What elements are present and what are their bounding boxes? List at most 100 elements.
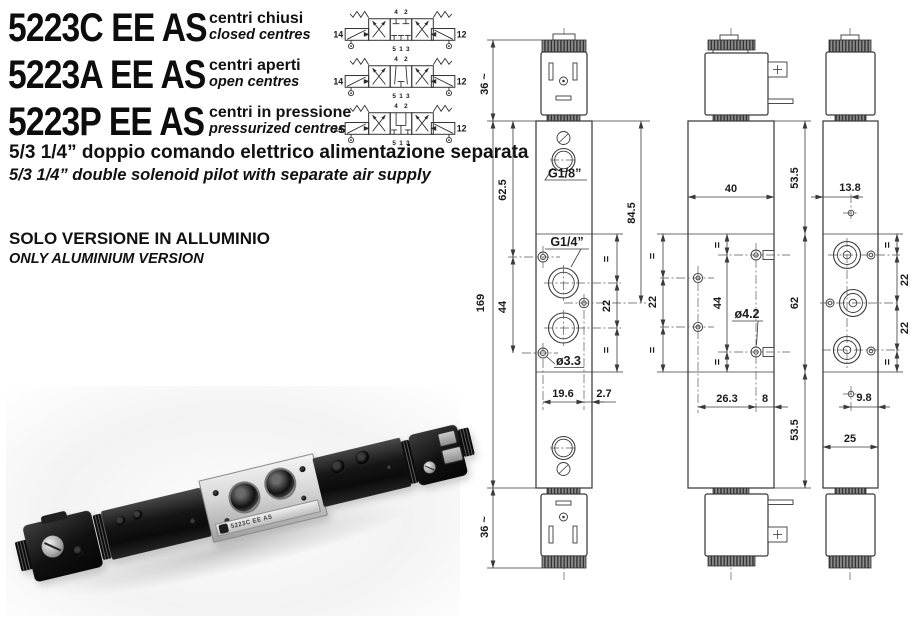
model-desc: centri aperti open centres	[209, 57, 301, 91]
dim-g18: G1/8”	[548, 167, 581, 181]
dim-sol-top: 36 ~	[479, 73, 491, 95]
dim-eq: =	[882, 242, 894, 248]
dim-22-side: 22	[647, 296, 659, 308]
connector-screw	[422, 460, 437, 475]
terminal-block	[436, 429, 458, 448]
connector-screw	[39, 533, 66, 560]
port-3-label: 3	[406, 93, 410, 100]
port-5-label: 5	[392, 93, 396, 100]
pilot-14-label: 14	[333, 76, 343, 86]
dim-535-bottom: 53.5	[789, 419, 801, 440]
model-code: 5223C EE AS	[8, 6, 208, 50]
port-4-label: 4	[394, 103, 398, 110]
dim-22-rear: 22	[899, 322, 911, 334]
pin-hole	[300, 495, 307, 502]
note-english: ONLY ALUMINIUM VERSION	[9, 251, 204, 267]
screw-hole	[385, 464, 394, 472]
desc-italian: centri in pressione	[209, 104, 352, 121]
port-5-label: 5	[392, 140, 396, 147]
port-2-label: 2	[404, 9, 408, 16]
pilot-14-label: 14	[333, 29, 343, 39]
dim-44: 44	[497, 300, 509, 313]
port-2-label: 2	[404, 56, 408, 63]
model-desc: centri in pressione pressurized centres	[209, 104, 351, 138]
dim-138: 13.8	[839, 182, 860, 194]
dim-22-rear: 22	[899, 274, 911, 286]
port-1-label: 1	[399, 46, 403, 53]
dim-eq: =	[712, 359, 724, 365]
model-code: 5223A EE AS	[8, 53, 206, 97]
dim-g14: G1/4”	[550, 235, 583, 249]
side-view: ø4.2 = 44 = = 22 = 40 26.3 8	[647, 28, 811, 580]
port-1-label: 1	[399, 140, 403, 147]
connector-tab	[40, 510, 68, 525]
desc-english: closed centres	[209, 27, 311, 43]
pilot-body-left	[100, 487, 212, 560]
dim-8: 8	[762, 393, 768, 405]
screw-hole	[189, 517, 198, 526]
subtitle-italian: 5/3 1/4” doppio comando elettrico alimen…	[9, 142, 529, 163]
dim-eq: =	[882, 359, 894, 365]
dim-196: 19.6	[552, 388, 573, 400]
desc-english: pressurized centres	[209, 121, 347, 137]
valve-symbol-pressurized-centres: 4 2 5 1 3 14 12	[333, 103, 466, 147]
port-5-label: 5	[392, 46, 396, 53]
dim-25: 25	[844, 433, 856, 445]
product-photo: 5223C EE AS	[6, 386, 475, 616]
front-view: G1/8” G1/4” ø3.3 19.6	[475, 28, 650, 580]
port-2-label: 2	[404, 103, 408, 110]
dim-625: 62.5	[497, 179, 509, 200]
dim-sol-bottom: 36 ~	[479, 516, 491, 538]
dim-535-top: 53.5	[789, 167, 801, 188]
dim-total-h: 169	[475, 294, 487, 312]
port-opening	[261, 464, 300, 504]
valve-symbol-open-centres: 4 2 5 1 3 14 12	[333, 56, 467, 100]
note-italian: SOLO VERSIONE IN ALLUMINIO	[9, 229, 270, 248]
dim-22: 22	[601, 300, 613, 312]
desc-english: open centres	[209, 74, 300, 90]
dim-hole33: ø3.3	[556, 354, 581, 368]
port-3-label: 3	[406, 46, 410, 53]
connector-hole	[72, 544, 85, 557]
port-1-label: 1	[399, 93, 403, 100]
dimension-drawings: G1/8” G1/4” ø3.3 19.6	[475, 28, 911, 580]
screw-slot	[44, 542, 62, 552]
desc-italian: centri aperti	[209, 57, 301, 74]
pin-hole	[212, 489, 220, 497]
dim-44-side: 44	[712, 296, 724, 309]
model-row-closed: 5223C EE AS centri chiusi closed centres…	[0, 6, 472, 54]
rear-view: 13.8 = 22 22	[811, 28, 911, 580]
valve-symbol-closed-centres: 4 2 5 1 3 14 12	[333, 9, 467, 53]
brand-logo	[218, 523, 230, 535]
dim-27: 2.7	[596, 388, 611, 400]
terminal-block	[440, 445, 464, 465]
model-row-pressurized: 5223P EE AS centri in pressione pressuri…	[0, 100, 472, 148]
dim-eq: =	[712, 242, 724, 248]
model-code: 5223P EE AS	[8, 100, 205, 144]
dim-845: 84.5	[626, 202, 638, 223]
dim-62: 62	[789, 297, 801, 309]
dim-hole42: ø4.2	[734, 307, 759, 321]
screw-hole	[131, 508, 144, 521]
desc-italian: centri chiusi	[209, 10, 304, 27]
dim-40: 40	[725, 183, 737, 195]
dim-eq: =	[601, 256, 613, 262]
model-desc: centri chiusi closed centres	[209, 10, 311, 44]
port-opening	[225, 478, 264, 517]
pilot-14-label: 14	[333, 123, 343, 133]
dim-eq: =	[647, 347, 659, 353]
din-connector-left	[22, 509, 104, 583]
screw-slot	[425, 464, 435, 470]
model-row-open: 5223A EE AS centri aperti open centres 4…	[0, 53, 472, 101]
pilot-12-label: 12	[457, 29, 467, 39]
screw-hole	[114, 514, 127, 528]
screw-hole	[329, 458, 347, 476]
port-3-label: 3	[406, 140, 410, 147]
subtitle-english: 5/3 1/4” double solenoid pilot with sepa…	[9, 166, 431, 184]
screw-hole	[354, 449, 371, 467]
dim-eq: =	[647, 253, 659, 259]
pilot-12-label: 12	[457, 76, 467, 86]
valve-label-text: 5223C EE AS	[230, 514, 274, 530]
dim-eq: =	[601, 347, 613, 353]
